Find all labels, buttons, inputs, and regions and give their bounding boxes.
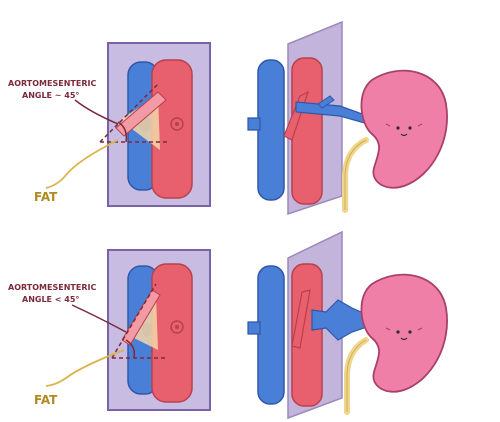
- bottom-aorta: [151, 263, 193, 403]
- bottom-fat-label: FAT: [34, 393, 58, 407]
- top-cross-section: [99, 42, 211, 207]
- bottom-angle-label-line1: AORTOMESENTERIC: [8, 283, 96, 292]
- bottom-3d-sma: [291, 289, 311, 349]
- top-3d-renal-branch: [317, 95, 335, 109]
- top-angle-arc: [117, 121, 128, 143]
- bottom-angle-arc: [125, 339, 136, 359]
- bottom-angle-lines: [111, 283, 168, 359]
- top-3d-ureter: [342, 137, 369, 213]
- bottom-3d-aorta: [291, 263, 323, 407]
- top-sma-lumen: [175, 122, 179, 126]
- bottom-fat-pointer: [45, 349, 125, 387]
- top-kidney-face-icon: [385, 123, 423, 137]
- top-angle-label-line1: AORTOMESENTERIC: [8, 79, 96, 88]
- top-3d-ureter-outline: [344, 139, 367, 210]
- bottom-3d-kidney: [360, 273, 448, 393]
- bottom-3d-vena-branch: [247, 321, 261, 335]
- top-3d-vena-cava: [257, 59, 285, 201]
- bottom-kidney-face-icon: [385, 327, 423, 341]
- top-3d-kidney: [360, 69, 448, 189]
- top-3d-view: [247, 20, 448, 216]
- bottom-sma-lumen: [175, 325, 179, 329]
- top-angle-lines: [99, 83, 168, 143]
- top-label-pointer: [74, 99, 119, 125]
- bottom-angle-label-line2: ANGLE < 45°: [22, 295, 79, 304]
- bottom-cross-section: [107, 249, 211, 411]
- bottom-3d-ureter-outline: [346, 339, 367, 412]
- bottom-3d-vena-cava: [257, 265, 285, 405]
- top-3d-vena-branch: [247, 117, 261, 131]
- bottom-3d-view: [247, 230, 448, 420]
- bottom-3d-ureter: [344, 337, 369, 415]
- top-fat-label: FAT: [34, 190, 58, 204]
- top-sma-branch: [115, 91, 167, 137]
- bottom-label-pointer: [71, 304, 127, 333]
- top-3d-aorta: [291, 57, 323, 205]
- top-fat-pointer: [45, 139, 119, 189]
- top-angle-label-line2: ANGLE ~ 45°: [22, 91, 79, 100]
